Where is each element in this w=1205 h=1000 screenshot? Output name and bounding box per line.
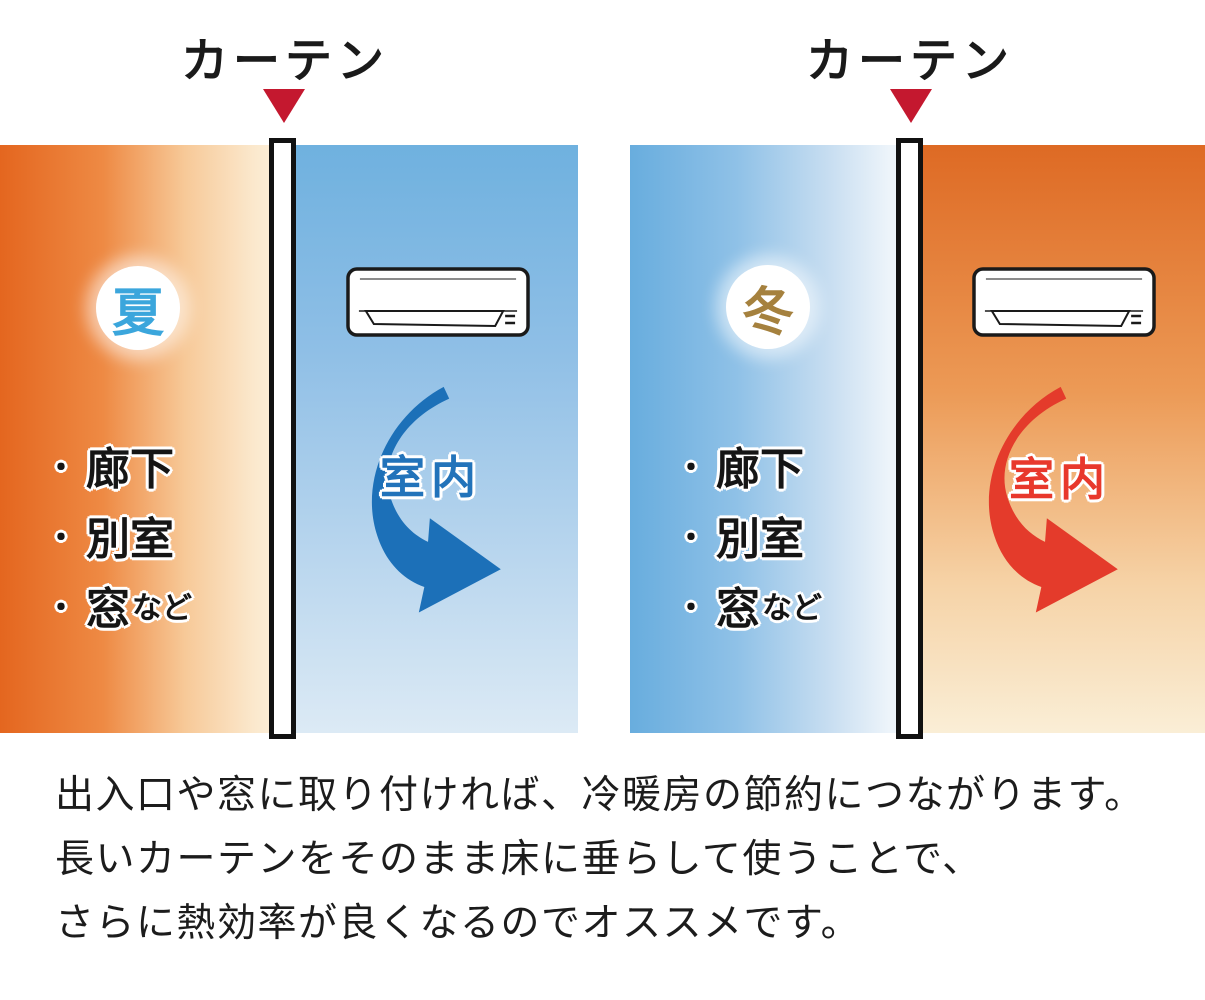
airflow-arrow-icon (988, 386, 1118, 613)
list-item: ・ 窓 など (676, 570, 916, 640)
list-item: ・ 別室 (676, 500, 916, 570)
list-item-label: 廊下 (716, 444, 804, 495)
list-item: ・ 廊下 (676, 430, 916, 500)
indoor-label-summer: 室内 (380, 451, 483, 504)
curtain-title-summer: カーテン (181, 34, 389, 89)
list-item-label: 別室 (716, 514, 804, 565)
curtain-pointer-icon (263, 89, 305, 123)
list-item-label: 別室 (86, 514, 174, 565)
list-item-label: 窓 (716, 584, 760, 635)
outdoor-list-summer: ・ 廊下 ・ 別室 ・ 窓 など (46, 430, 286, 640)
bullet-icon: ・ (46, 521, 76, 556)
indoor-label-winter: 室内 (1009, 453, 1112, 506)
winter-indoor-zone (923, 145, 1205, 733)
air-conditioner-icon (346, 267, 530, 337)
list-item-label: 窓 (86, 584, 130, 635)
caption-line: 長いカーテンをそのまま床に垂らして使うことで、 (55, 837, 983, 882)
summer-outdoor-zone (0, 145, 272, 733)
season-badge-winter: 冬 (726, 265, 810, 349)
bullet-icon: ・ (676, 451, 706, 486)
list-item-suffix: など (762, 591, 822, 626)
airflow-arrow-icon (371, 386, 501, 613)
bullet-icon: ・ (46, 591, 76, 626)
bullet-icon: ・ (676, 591, 706, 626)
air-conditioner-icon (972, 267, 1156, 337)
outdoor-list-winter: ・ 廊下 ・ 別室 ・ 窓 など (676, 430, 916, 640)
list-item-suffix: など (132, 591, 192, 626)
winter-outdoor-zone (630, 145, 897, 733)
caption-line: さらに熱効率が良くなるのでオススメです。 (55, 901, 862, 946)
bullet-icon: ・ (46, 451, 76, 486)
curtain-bar (269, 138, 296, 739)
season-label: 冬 (741, 282, 794, 343)
curtain-bar (896, 138, 923, 739)
season-label: 夏 (111, 283, 164, 344)
caption-line: 出入口や窓に取り付ければ、冷暖房の節約につながります。 (55, 773, 1145, 818)
bullet-icon: ・ (676, 521, 706, 556)
season-badge-summer: 夏 (96, 266, 180, 350)
summer-indoor-zone (296, 145, 578, 733)
curtain-pointer-icon (890, 89, 932, 123)
curtain-title-winter: カーテン (806, 34, 1014, 89)
caption-text: 出入口や窓に取り付ければ、冷暖房の節約につながります。 長いカーテンをそのまま床… (55, 764, 1175, 956)
list-item: ・ 窓 など (46, 570, 286, 640)
list-item-label: 廊下 (86, 444, 174, 495)
list-item: ・ 廊下 (46, 430, 286, 500)
list-item: ・ 別室 (46, 500, 286, 570)
